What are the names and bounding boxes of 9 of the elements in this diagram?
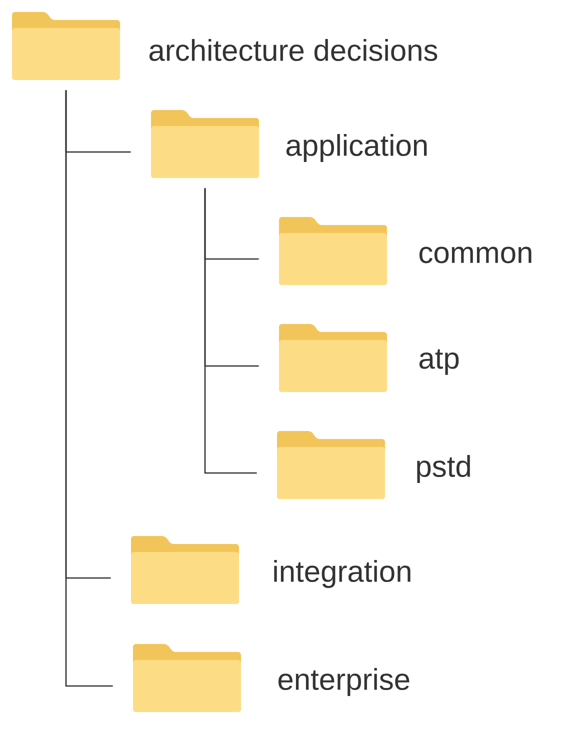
folder-label: application bbox=[286, 134, 427, 162]
tree-connector bbox=[204, 188, 257, 474]
tree-connector bbox=[65, 90, 113, 687]
folder-label: architecture decisions bbox=[149, 39, 438, 62]
folder-label: atp bbox=[419, 349, 459, 375]
folder-label: common bbox=[419, 246, 532, 264]
folder-label: integration bbox=[274, 560, 410, 588]
folder-label: enterprise bbox=[278, 668, 410, 696]
folder-label: pstd bbox=[417, 455, 470, 483]
